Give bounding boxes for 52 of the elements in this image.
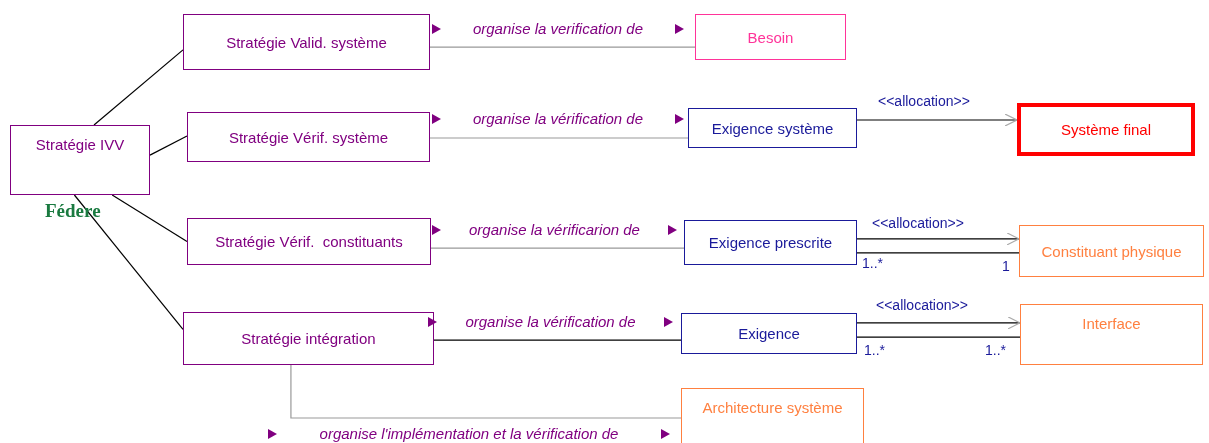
connector-line [430, 247, 685, 249]
connector-line [429, 137, 689, 139]
multiplicity-label: 1..* [862, 255, 883, 271]
class-name: Constituant physique [1041, 242, 1182, 260]
class-box [1019, 225, 1204, 277]
multiplicity-label: 1..* [985, 342, 1006, 358]
class-box [187, 218, 431, 265]
edge-label: organise la verification de [472, 20, 644, 37]
class-box [695, 14, 846, 60]
class-box [684, 220, 857, 265]
class-box [10, 125, 150, 195]
edge-label: organise la vérificarion de [469, 221, 640, 238]
connector-line [290, 364, 682, 419]
class-name: Stratégie Valid. système [226, 33, 387, 51]
arrow [856, 316, 1021, 330]
connector-line [429, 46, 696, 48]
class-box [681, 313, 857, 354]
class-name: Stratégie Vérif. constituants [215, 233, 403, 250]
class-box [1020, 304, 1203, 365]
edge-label: organise la vérification de [465, 313, 636, 330]
class-box [1017, 103, 1195, 156]
class-box [688, 108, 857, 148]
edge-label: <<allocation>> [872, 215, 964, 231]
connector-line [856, 252, 1020, 254]
class-name: Stratégie IVV [35, 136, 125, 153]
connector-line [93, 49, 184, 126]
edge-label: organise l'implémentation et la vérification de [319, 425, 619, 442]
multiplicity-label: 1..* [864, 342, 885, 358]
class-name: Exigence prescrite [708, 234, 833, 251]
connector-line [433, 339, 682, 341]
class-name: Exigence [738, 325, 800, 342]
arrow [856, 232, 1020, 246]
class-name: Stratégie intégration [241, 330, 376, 347]
connector-line [856, 336, 1021, 338]
class-name: Stratégie Vérif. système [228, 128, 389, 146]
class-name: Interface [1082, 315, 1141, 332]
class-name: Besoin [747, 28, 794, 46]
connector-line [73, 194, 184, 331]
edge-label: <<allocation>> [876, 297, 968, 313]
class-name: Architecture système [702, 399, 843, 416]
arrow [856, 113, 1018, 127]
connector-line [149, 135, 188, 156]
edge-label: <<allocation>> [878, 93, 970, 109]
class-box [681, 388, 864, 443]
edge-label: organise la vérification de [472, 110, 644, 127]
class-box [183, 14, 430, 70]
multiplicity-label: 1 [1002, 258, 1010, 274]
class-box [183, 312, 434, 365]
class-name: Exigence système [711, 119, 834, 137]
class-name: Système final [1060, 121, 1151, 138]
class-box [187, 112, 430, 162]
connector-line [111, 194, 188, 243]
